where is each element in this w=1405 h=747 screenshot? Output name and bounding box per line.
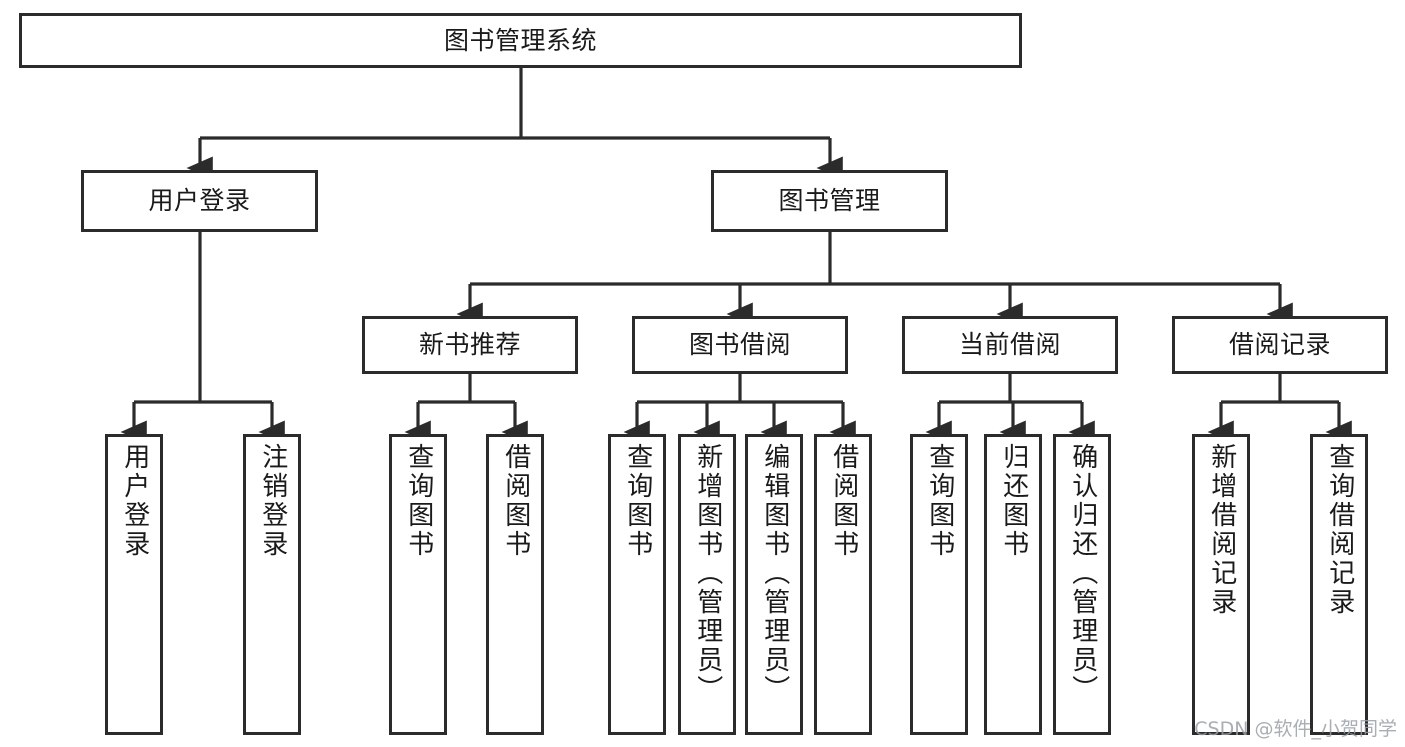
node-leaf-add-book[interactable]: 新增图书（管理员） [678, 434, 736, 735]
node-label: 用户登录 [148, 186, 251, 216]
node-new-book-rec[interactable]: 新书推荐 [362, 316, 578, 374]
node-label: 查询图书 [403, 443, 434, 559]
node-label: 查询借阅记录 [1324, 443, 1355, 617]
node-leaf-query-2[interactable]: 查询图书 [608, 434, 666, 735]
node-leaf-query-rec[interactable]: 查询借阅记录 [1310, 434, 1368, 735]
node-label: 借阅记录 [1228, 330, 1331, 360]
node-leaf-query-3[interactable]: 查询图书 [910, 434, 968, 735]
node-label: 图书管理 [778, 186, 881, 216]
node-label: 图书管理系统 [443, 25, 597, 55]
node-leaf-return[interactable]: 归还图书 [984, 434, 1042, 735]
node-label: 归还图书 [998, 443, 1029, 559]
node-label: 新增图书（管理员） [692, 443, 723, 704]
node-label: 当前借阅 [958, 330, 1061, 360]
node-label: 借阅图书 [500, 443, 531, 559]
node-root[interactable]: 图书管理系统 [19, 13, 1022, 68]
node-label: 编辑图书（管理员） [759, 443, 790, 704]
node-label: 用户登录 [119, 443, 150, 559]
node-leaf-borrow-1[interactable]: 借阅图书 [486, 434, 544, 735]
node-label: 查询图书 [924, 443, 955, 559]
node-label: 查询图书 [622, 443, 653, 559]
node-leaf-edit-book[interactable]: 编辑图书（管理员） [745, 434, 803, 735]
node-borrow-record[interactable]: 借阅记录 [1172, 316, 1388, 374]
node-label: 注销登录 [257, 443, 288, 559]
node-label: 借阅图书 [828, 443, 859, 559]
node-label: 确认归还（管理员） [1067, 443, 1098, 704]
node-leaf-logout[interactable]: 注销登录 [243, 434, 301, 735]
node-book-manage[interactable]: 图书管理 [711, 170, 948, 232]
node-label: 新增借阅记录 [1206, 443, 1237, 617]
node-leaf-borrow-2[interactable]: 借阅图书 [814, 434, 872, 735]
node-leaf-query-1[interactable]: 查询图书 [389, 434, 447, 735]
node-label: 图书借阅 [688, 330, 791, 360]
csdn-watermark: CSDN @软件_小贺同学 [1194, 718, 1397, 740]
node-label: 新书推荐 [418, 330, 521, 360]
node-leaf-user-login[interactable]: 用户登录 [105, 434, 163, 735]
node-book-borrow[interactable]: 图书借阅 [632, 316, 848, 374]
node-leaf-add-rec[interactable]: 新增借阅记录 [1192, 434, 1250, 735]
node-leaf-confirm[interactable]: 确认归还（管理员） [1053, 434, 1111, 735]
node-user-login[interactable]: 用户登录 [81, 170, 318, 232]
node-current-borrow[interactable]: 当前借阅 [902, 316, 1118, 374]
